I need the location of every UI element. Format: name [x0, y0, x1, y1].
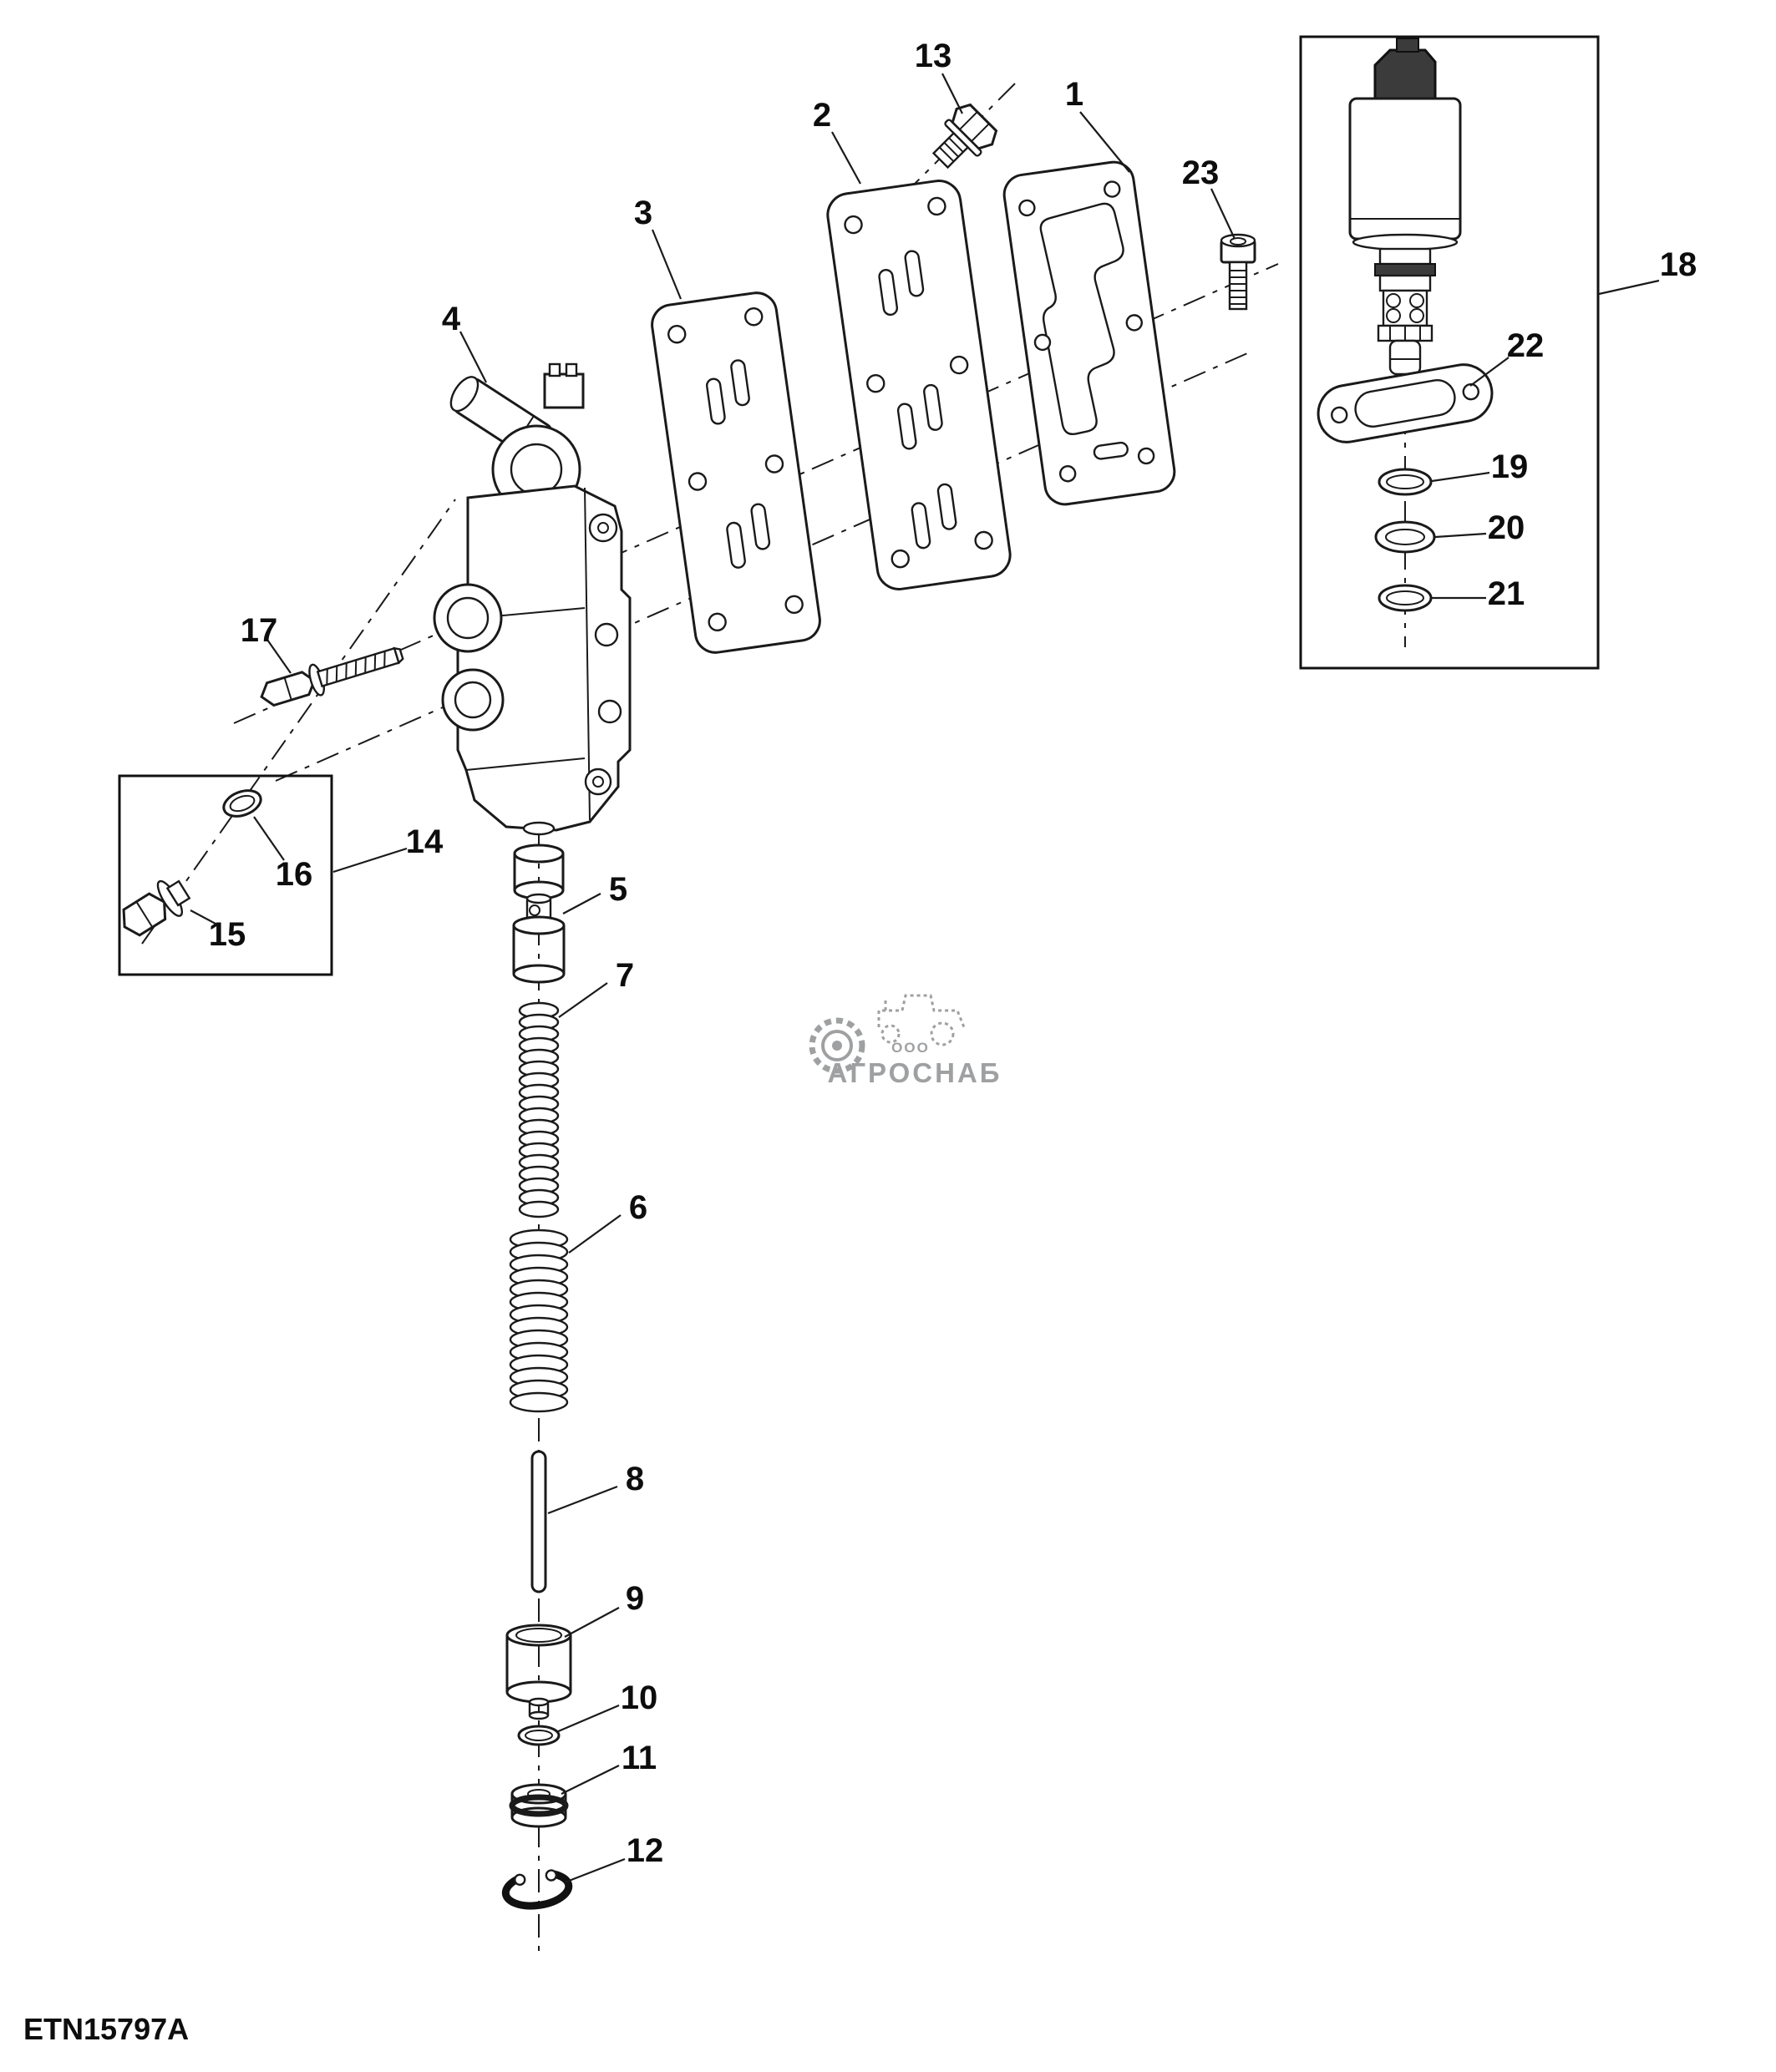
callout-7: 7	[616, 957, 634, 994]
solenoid-connector	[1373, 48, 1437, 102]
callout-6: 6	[629, 1189, 647, 1226]
part-9-plunger	[505, 1624, 572, 1720]
part-2-plate	[826, 180, 1012, 590]
callout-2: 2	[813, 97, 831, 134]
callout-labels: 1 2 3 4 5 6 7 8 9 10 11 12 13 14 15 16 1…	[209, 38, 1697, 1869]
callout-18: 18	[1660, 246, 1697, 283]
callout-4: 4	[442, 301, 461, 337]
drawing-code: ETN15797A	[23, 2012, 189, 2046]
callout-1: 1	[1065, 76, 1083, 113]
callout-3: 3	[634, 195, 652, 231]
callout-10: 10	[621, 1679, 658, 1716]
callout-11: 11	[622, 1740, 657, 1776]
detail-box-18	[1299, 35, 1600, 670]
watermark-gear-icon	[809, 1017, 865, 1074]
part-19-oring	[1378, 468, 1433, 496]
callout-15: 15	[209, 916, 246, 953]
part-15-plug	[122, 879, 191, 937]
watermark-tractor-icon	[877, 994, 966, 1046]
part-23-screw	[1220, 233, 1256, 311]
callout-13: 13	[915, 38, 952, 74]
callout-22: 22	[1507, 327, 1545, 364]
part-22-flange-gasket	[1317, 363, 1494, 443]
part-13-bolt	[931, 103, 998, 170]
callout-19: 19	[1491, 448, 1529, 485]
leader-lines	[190, 73, 1660, 1884]
part-7-spring	[518, 1001, 560, 1218]
part-20-oring	[1374, 520, 1436, 554]
callout-9: 9	[626, 1580, 644, 1617]
part-10-oring	[517, 1725, 561, 1746]
part-6-spring	[509, 1229, 569, 1413]
callout-23: 23	[1182, 155, 1220, 191]
part-18-solenoid-valve	[1348, 38, 1462, 376]
callout-21: 21	[1488, 575, 1525, 612]
part-12-snap-ring	[501, 1869, 573, 1910]
part-5-piston	[512, 843, 566, 984]
callout-8: 8	[626, 1461, 644, 1497]
part-16-oring	[222, 789, 262, 818]
watermark-org-name: АГРОСНАБ	[828, 1057, 1002, 1088]
part-17-bolt	[260, 646, 404, 707]
callout-12: 12	[627, 1832, 664, 1869]
part-11-bushing	[509, 1783, 569, 1828]
watermark-logo: ООО АГРОСНАБ	[809, 994, 1002, 1088]
callout-16: 16	[276, 856, 313, 893]
watermark-org-type: ООО	[891, 1040, 930, 1056]
callout-5: 5	[609, 871, 627, 908]
valve-connector	[543, 372, 585, 409]
part-1-gasket	[1002, 160, 1176, 506]
part-4-valve-body	[433, 362, 632, 836]
part-8-pin	[530, 1450, 547, 1593]
part-21-oring	[1378, 584, 1433, 612]
callout-14: 14	[406, 823, 444, 860]
part-3-plate	[651, 291, 821, 654]
detail-box-14	[118, 774, 333, 976]
callout-17: 17	[241, 612, 278, 649]
callout-20: 20	[1488, 509, 1525, 546]
